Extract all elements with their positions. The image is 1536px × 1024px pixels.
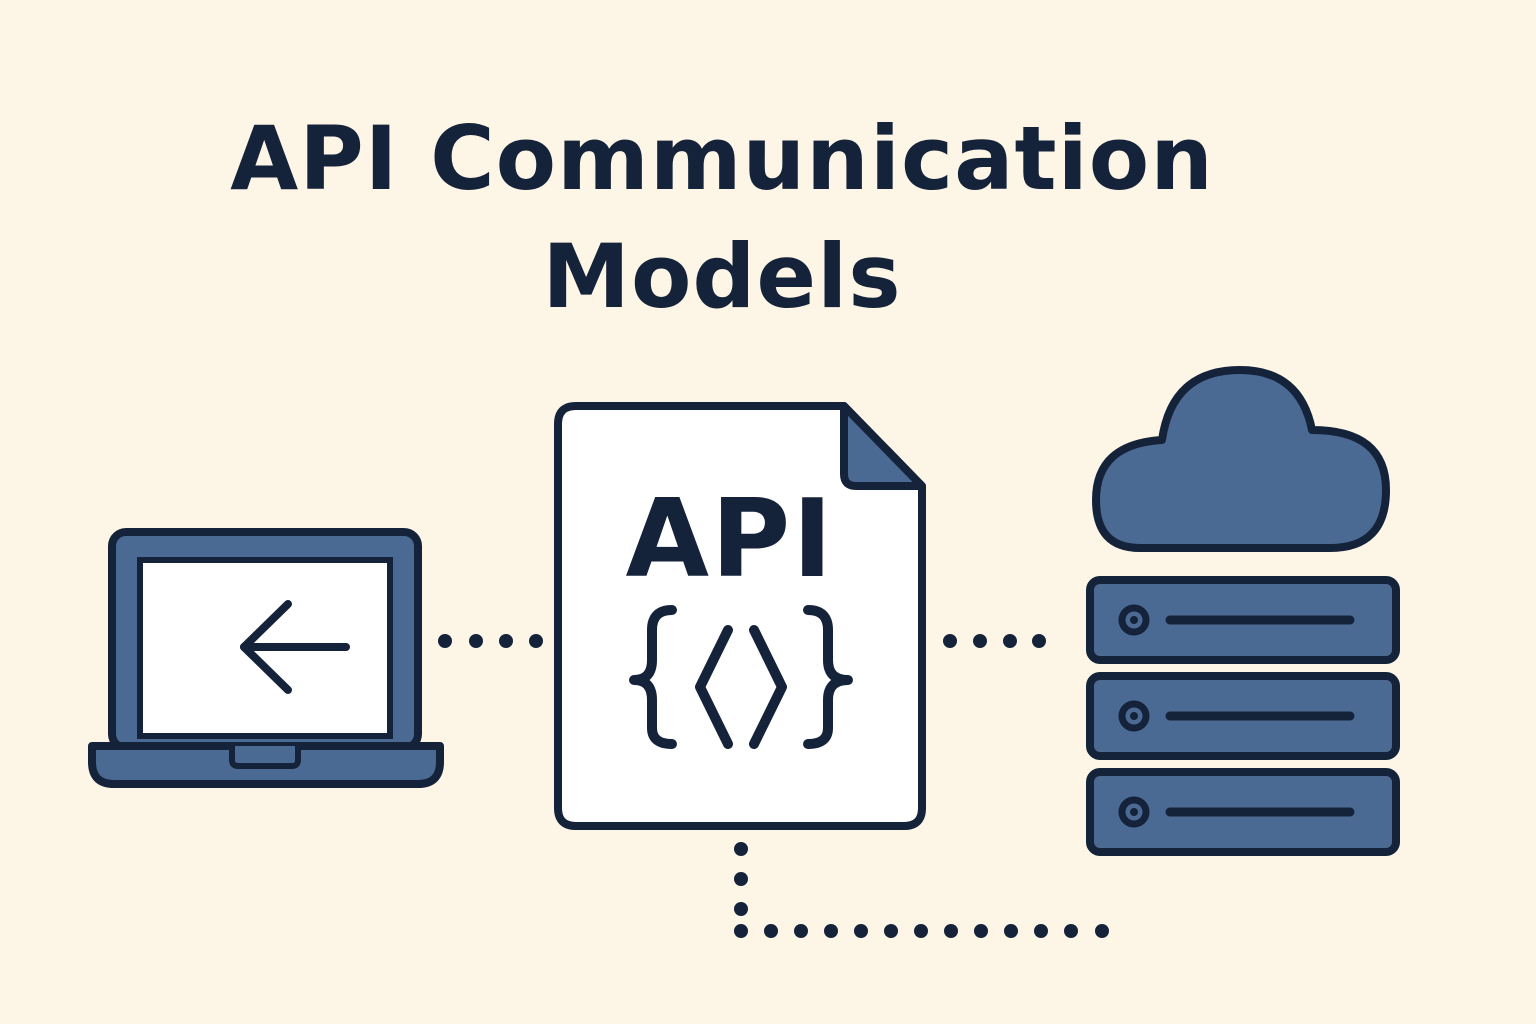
server-unit-2 [1086,672,1400,760]
server-stack-icon [1086,576,1400,856]
server-unit-3 [1086,768,1400,856]
connector-api-server [943,634,1046,648]
code-brackets-icon [629,605,853,749]
cloud-icon [1092,366,1390,552]
title-line-2: Models [542,225,902,328]
page-title: API Communication Models [0,100,1444,336]
server-unit-1 [1086,576,1400,664]
title-line-1: API Communication [230,107,1214,210]
laptop-icon [88,528,444,788]
connector-api-bottom [734,842,1109,938]
api-document-icon: API [554,402,926,830]
arrow-left-icon [240,600,350,694]
connector-client-api [438,634,543,648]
api-label: API [626,477,835,602]
